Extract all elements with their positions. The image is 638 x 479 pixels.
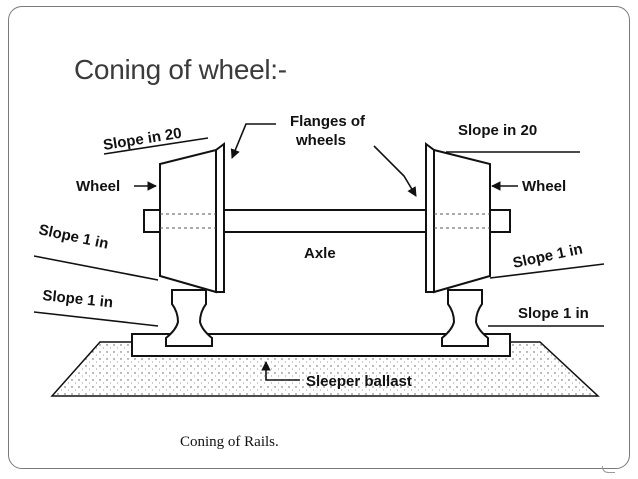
- axle-label: Axle: [304, 245, 336, 262]
- flanges-label-line1: Flanges of: [290, 113, 366, 130]
- flanges-label-line2: wheels: [295, 132, 346, 149]
- slide-title: Coning of wheel:-: [74, 54, 287, 85]
- slope-in-20-right-label: Slope in 20: [458, 122, 537, 139]
- wheel-right-label: Wheel: [522, 178, 566, 195]
- right-rail: [441, 289, 489, 347]
- left-wheel: [159, 142, 225, 294]
- slope-1-in-left-upper-label: Slope 1 in: [37, 221, 110, 252]
- slide-corner-decoration: [602, 466, 615, 473]
- slope-1-in-left-lower-label: Slope 1 in: [42, 287, 114, 311]
- flanges-label: Flanges of wheels: [290, 113, 366, 149]
- wheel-left-label: Wheel: [76, 178, 120, 195]
- left-rail: [165, 289, 213, 347]
- sleeper-ballast-label: Sleeper ballast: [306, 373, 412, 390]
- axle: [143, 209, 511, 233]
- right-wheel: [425, 142, 491, 294]
- figure-caption: Coning of Rails.: [180, 434, 279, 450]
- slope-in-20-left-label: Slope in 20: [102, 125, 183, 154]
- slope-1-in-right-lower-label: Slope 1 in: [518, 305, 589, 322]
- sleeper: [131, 333, 511, 357]
- leader-lines: [33, 123, 605, 381]
